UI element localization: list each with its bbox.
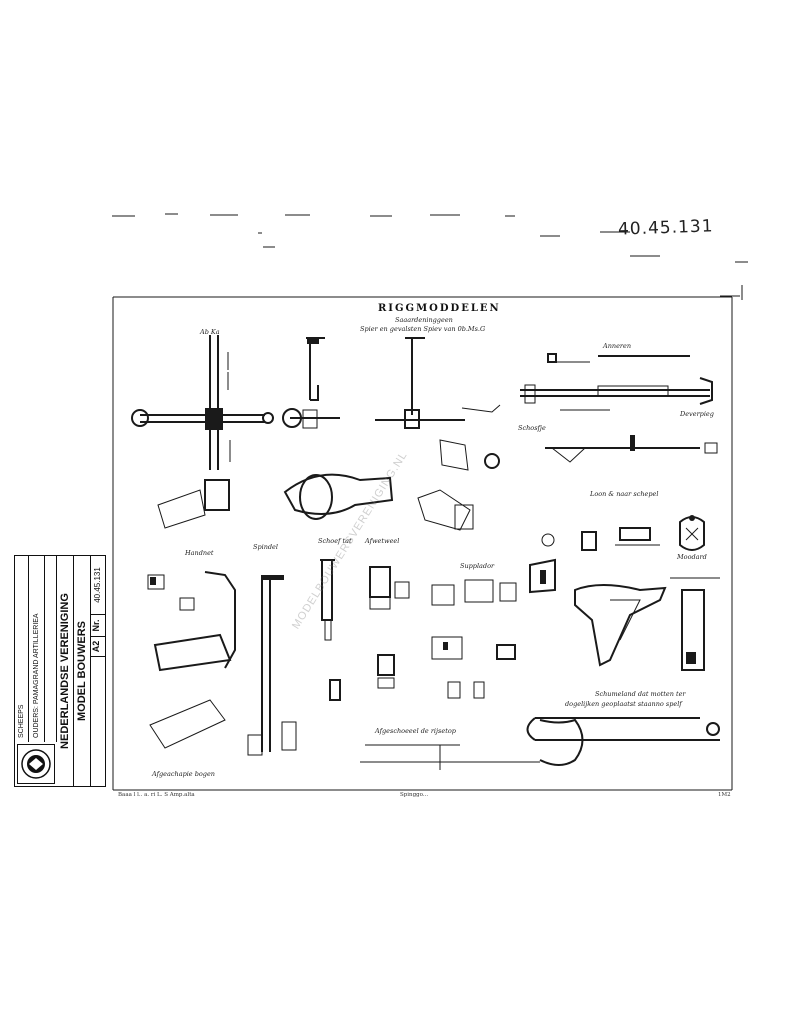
label-section-handnet: Handnet — [185, 549, 214, 557]
supplador-figures — [431, 579, 517, 699]
scale-bar — [247, 575, 297, 756]
title-block-empty-cell — [91, 656, 105, 786]
bracket-assembly-1 — [282, 337, 340, 429]
title-block-size: A2 — [91, 636, 105, 656]
label-crest-caption: Moodard — [677, 553, 707, 561]
title-block-category: SCHEEPS — [15, 556, 29, 742]
title-block-org-line-2: MODEL BOUWERS — [74, 556, 91, 786]
bracket-assembly-2 — [375, 337, 501, 471]
title-block-nr-label: Nr. — [91, 614, 105, 636]
title-block-nr-value: 40.45.131 — [93, 567, 102, 603]
label-section-loon: Loon & naar schepel — [590, 490, 659, 498]
title-block-subject: OUDERS: PAMAGRAND ARTILLERIEA — [29, 556, 45, 742]
right-bar-details — [520, 353, 718, 463]
sheet-subtitle-2: Spier en gevalsten Spiev van 0b.Ms.G — [360, 325, 486, 333]
label-top-left-part: Ab Ka — [200, 328, 220, 336]
footer-center: Spinggo... — [400, 792, 429, 798]
handnet-figure — [147, 571, 236, 749]
pulley-figure — [283, 473, 474, 531]
footer-left: Baaa l l.. a. ri L. S Amp.alta — [118, 792, 195, 798]
label-section-spindel: Spindel — [253, 543, 278, 551]
title-block-org-line-1: NEDERLANDSE VERENIGING — [57, 556, 74, 786]
label-bottom-center: Afgeschoeeel de rijsetop — [375, 727, 456, 735]
crest-emblem — [679, 515, 705, 551]
label-section-supplador: Supplador — [460, 562, 495, 570]
title-block: SCHEEPS OUDERS: PAMAGRAND ARTILLERIEA NE… — [14, 555, 106, 787]
label-detail-pin: Schosfje — [518, 424, 546, 432]
spindle-figures — [320, 559, 410, 701]
label-detail-right: Anneren — [603, 342, 632, 350]
footer-right: 1M2 — [718, 792, 731, 798]
cross-assembly — [131, 335, 274, 529]
sheet-border — [112, 296, 733, 791]
label-bottom-right-2: dogelijken geoplaatst staanno spelf — [565, 700, 682, 708]
label-bottom-left-caption: Afgeachapie bogen — [152, 770, 215, 778]
label-section-schoef: Schoef tat — [318, 537, 352, 545]
sheet-title: RIGGMODDELEN — [378, 303, 501, 314]
label-detail-right-2: Deverpieg — [680, 410, 714, 418]
grip-assembly — [574, 584, 705, 671]
title-block-spacer — [45, 556, 57, 742]
nvm-logo-icon — [17, 744, 55, 784]
right-middle-details — [529, 527, 720, 594]
sheet-subtitle: Saaardeninggeen — [395, 316, 453, 324]
label-section-afwetweel: Afwetweel — [365, 537, 400, 545]
scan-artifacts — [112, 213, 748, 300]
long-bar — [360, 717, 720, 770]
label-bottom-right-1: Schumeland dat motten ter — [595, 690, 686, 698]
